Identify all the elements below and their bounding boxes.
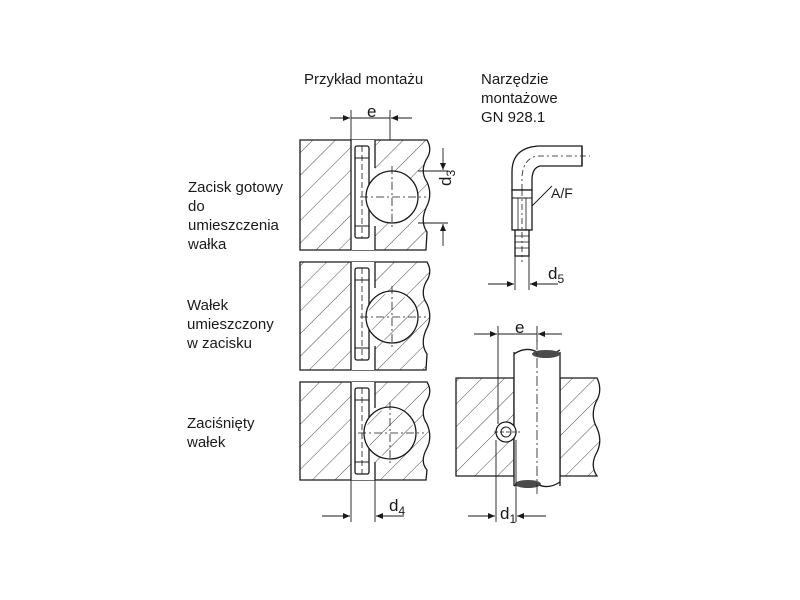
dimension-d5 [488, 256, 558, 290]
af-leader [531, 185, 553, 207]
label-d4-main: d [389, 496, 399, 515]
tool-title-line1: Narzędzie [481, 71, 549, 88]
label-d5-sub: 5 [557, 272, 565, 286]
step-3-line1: Zaciśnięty [187, 415, 255, 432]
tool-title-line2: montażowe [481, 90, 558, 107]
step-2-caption: Wałek umieszczony w zacisku [187, 296, 274, 353]
label-d5: d5 [548, 264, 564, 289]
step-3-caption: Zaciśnięty wałek [187, 414, 255, 452]
label-d3-sub: 3 [444, 169, 458, 177]
label-d1-sub: 1 [509, 512, 517, 526]
label-d4: d4 [389, 496, 405, 521]
step-3-line2: wałek [187, 434, 226, 451]
label-d4-sub: 4 [398, 504, 406, 518]
label-d1-main: d [500, 504, 510, 523]
dimension-d1 [468, 440, 546, 522]
step-1-line1: Zacisk gotowy [188, 179, 284, 196]
dimension-e-right [474, 326, 562, 424]
dimension-d3 [418, 148, 448, 246]
step-1-line2: do [188, 198, 205, 215]
label-d5-main: d [548, 264, 558, 283]
dimension-e-top [330, 110, 412, 140]
hatched-block-right [559, 377, 601, 477]
mounting-example-title: Przykład montażu [304, 71, 424, 88]
tool-title-line3: GN 928.1 [481, 109, 546, 126]
step-1-line3: umieszczenia [188, 217, 279, 234]
shaft-assembly [455, 340, 601, 496]
dimension-d4 [322, 480, 404, 522]
step-1-line4: wałka [188, 236, 227, 253]
step-2-line1: Wałek [187, 297, 229, 314]
stage-3-clamped [299, 381, 431, 481]
label-d1: d1 [500, 504, 516, 529]
label-e-top: e [367, 102, 377, 121]
stage-1-ready [299, 139, 431, 251]
label-d3: d3 [436, 170, 461, 186]
label-af: A/F [551, 185, 573, 201]
step-2-line2: umieszczony [187, 316, 274, 333]
stage-2-inserted [299, 261, 431, 371]
label-d3-main: d [436, 176, 455, 186]
mounting-tool [511, 145, 590, 262]
label-e-right: e [515, 318, 525, 337]
step-2-line3: w zacisku [187, 335, 253, 352]
step-1-caption: Zacisk gotowy do umieszczenia wałka [188, 178, 283, 254]
tool-title: Narzędzie montażowe GN 928.1 [481, 70, 558, 127]
